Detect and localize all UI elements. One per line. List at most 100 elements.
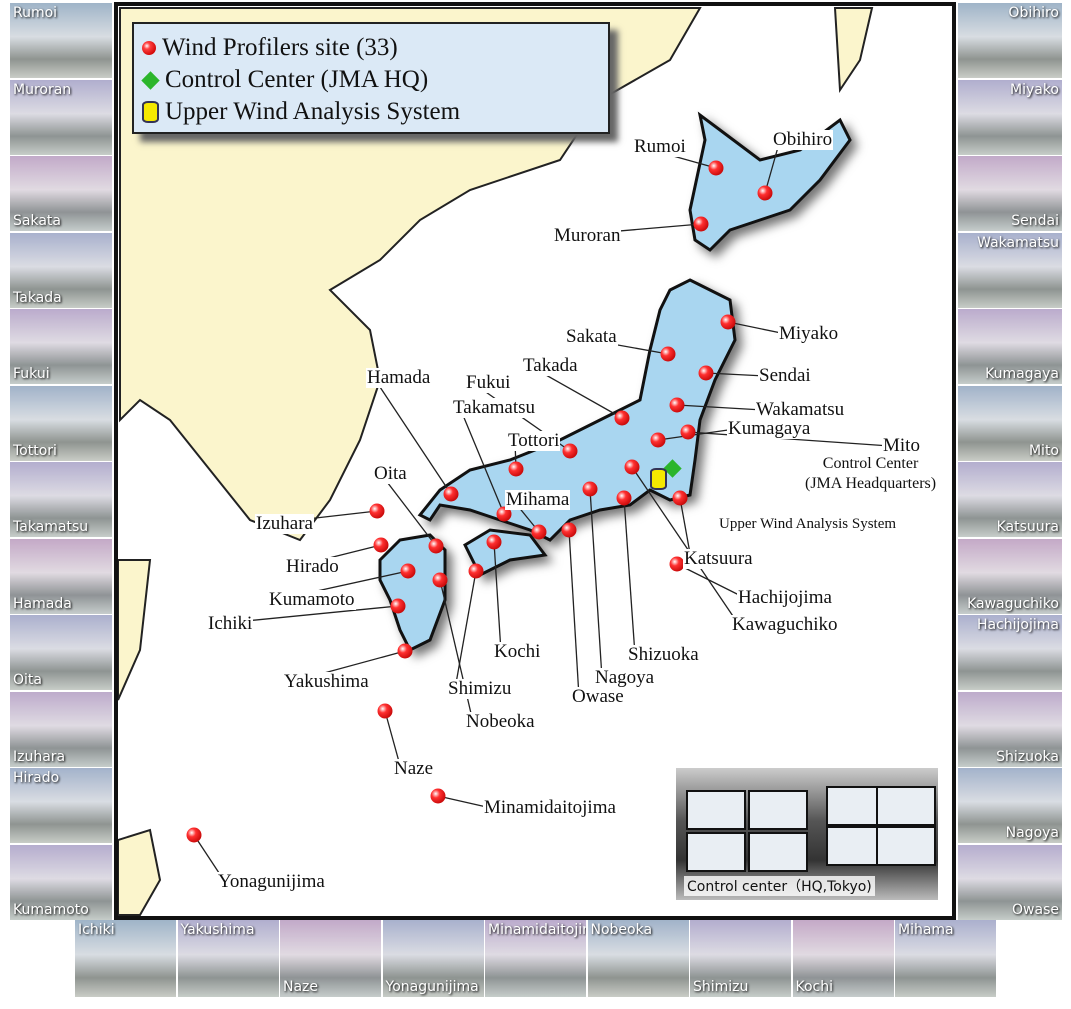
site-photo: Izuhara [10, 691, 112, 767]
site-label: Mihama [505, 489, 571, 510]
legend-item-sites: Wind Profilers site (33) [142, 34, 398, 62]
site-label: Izuhara [255, 513, 314, 534]
leader-line [454, 570, 477, 690]
site-photo: Kumagaya [958, 309, 1062, 384]
site-label: Sendai [758, 365, 812, 386]
photo-caption: Fukui [13, 366, 50, 382]
site-marker-yakushima[interactable] [397, 643, 413, 659]
site-marker-naze[interactable] [377, 703, 393, 719]
site-label: Wakamatsu [755, 399, 846, 420]
site-marker-minamidaitojima[interactable] [430, 788, 446, 804]
photo-caption: Takada [13, 289, 62, 306]
site-photo: Rumoi [10, 3, 112, 78]
map-frame: Wind Profilers site (33) Control Center … [114, 2, 956, 920]
site-marker-muroran[interactable] [693, 216, 709, 232]
site-label: Minamidaitojima [483, 797, 617, 818]
site-marker-takamatsu[interactable] [496, 506, 512, 522]
site-label: Obihiro [772, 129, 834, 150]
leader-line [568, 529, 580, 698]
site-marker-yonagunijima[interactable] [186, 827, 202, 843]
legend-label: Wind Profilers site (33) [162, 34, 398, 61]
site-label: Ichiki [207, 613, 254, 634]
photo-caption: Wakamatsu [977, 234, 1059, 251]
leader-line [439, 579, 474, 723]
site-marker-hirado[interactable] [373, 537, 389, 553]
photo-caption: Shizuoka [996, 748, 1059, 765]
site-label: Hamada [366, 367, 432, 388]
photo-caption: Nagoya [1005, 825, 1059, 841]
site-photo: Tottori [10, 385, 112, 461]
site-label: Miyako [778, 323, 840, 344]
leader-line [373, 377, 452, 495]
site-photo: Shizuoka [958, 691, 1062, 767]
site-marker-sakata[interactable] [660, 346, 676, 362]
site-photo: Kochi [792, 920, 894, 997]
site-photo: Hachijojima [958, 615, 1062, 690]
diamond-icon [141, 70, 160, 90]
site-marker-oita[interactable] [428, 538, 444, 554]
site-photo: Obihiro [958, 3, 1062, 78]
site-marker-takada[interactable] [614, 410, 630, 426]
photo-caption: Ichiki [78, 922, 115, 938]
site-photo: Yakushima [177, 920, 279, 997]
site-photo: Nobeoka [587, 920, 689, 997]
site-marker-nagoya[interactable] [582, 481, 598, 497]
leader-line [380, 473, 437, 547]
kyushu [378, 533, 447, 653]
site-label: Tottori [507, 430, 561, 451]
site-marker-rumoi[interactable] [708, 160, 724, 176]
site-marker-kawaguchiko[interactable] [624, 459, 640, 475]
site-photo: Yonagunijima [382, 920, 484, 997]
site-marker-izuhara[interactable] [369, 503, 385, 519]
site-label: Kawaguchiko [731, 614, 839, 635]
site-marker-shimizu[interactable] [468, 563, 484, 579]
photo-caption: Oita [13, 672, 42, 688]
site-marker-mihama[interactable] [531, 524, 547, 540]
site-photo: Muroran [10, 79, 112, 155]
photo-caption: Owase [1012, 901, 1059, 918]
site-label: Takamatsu [452, 397, 537, 418]
site-photo: Miyako [958, 79, 1062, 155]
photo-caption: Hachijojima [976, 617, 1059, 633]
site-marker-hachijojima[interactable] [669, 556, 685, 572]
photo-caption: Yakushima [180, 922, 255, 938]
site-label: Hachijojima [737, 587, 833, 608]
site-label: Shizuoka [627, 644, 700, 665]
leader-line [589, 488, 603, 679]
photo-caption: Control center（HQ,Tokyo) [684, 876, 875, 896]
site-photo: Nagoya [958, 768, 1062, 843]
site-label: Yakushima [283, 671, 370, 692]
photo-caption: Mihama [898, 922, 954, 938]
site-marker-kochi[interactable] [486, 534, 502, 550]
site-marker-fukui[interactable] [562, 443, 578, 459]
site-marker-wakamatsu[interactable] [669, 397, 685, 413]
site-marker-tottori[interactable] [508, 461, 524, 477]
photo-caption: Shimizu [693, 979, 749, 995]
site-label: Muroran [553, 225, 622, 246]
site-marker-sendai[interactable] [698, 365, 714, 381]
photo-caption: Rumoi [13, 5, 58, 21]
site-marker-obihiro[interactable] [757, 185, 773, 201]
photo-caption: Kumagaya [985, 366, 1059, 382]
site-marker-shizuoka[interactable] [616, 490, 632, 506]
site-marker-mito[interactable] [680, 424, 696, 440]
site-photo: Hamada [10, 538, 112, 614]
control-center-label: Control Center(JMA Headquarters) [805, 455, 937, 492]
site-marker-owase[interactable] [561, 522, 577, 538]
site-marker-miyako[interactable] [720, 314, 736, 330]
site-label: Mito [882, 435, 921, 456]
photo-caption: Katsuura [996, 519, 1059, 535]
site-marker-kumagaya[interactable] [650, 432, 666, 448]
photo-caption: Obihiro [1008, 5, 1059, 21]
photo-caption: Kumamoto [13, 901, 89, 918]
leader-line [676, 563, 746, 599]
site-marker-katsuura[interactable] [672, 490, 688, 506]
photo-caption: Yonagunijima [385, 979, 479, 995]
leader-line [657, 428, 736, 441]
site-marker-nobeoka[interactable] [432, 572, 448, 588]
site-photo: Oita [10, 615, 112, 690]
site-label: Owase [571, 686, 625, 707]
site-marker-kumamoto[interactable] [400, 563, 416, 579]
site-marker-ichiki[interactable] [390, 598, 406, 614]
site-marker-hamada[interactable] [443, 486, 459, 502]
